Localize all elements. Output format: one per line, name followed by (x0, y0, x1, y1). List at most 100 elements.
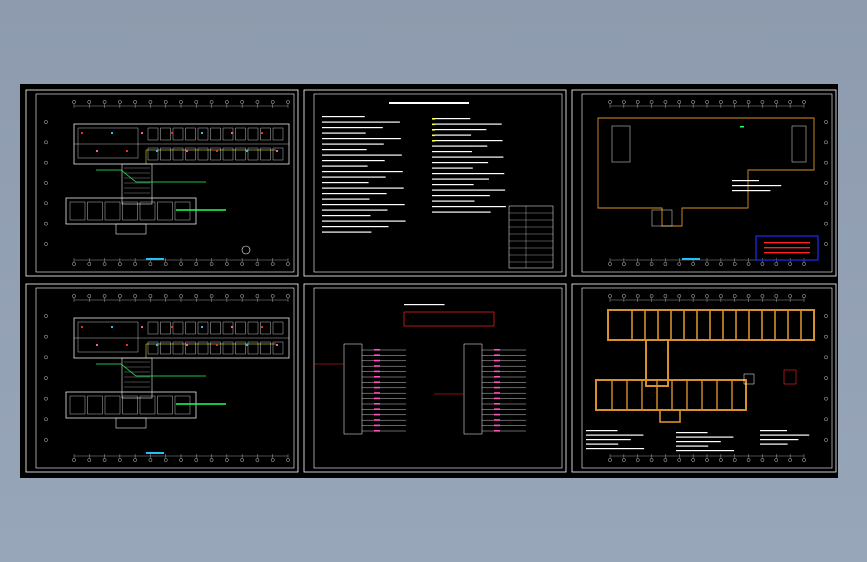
foundation-beam (595, 379, 747, 411)
note-line (432, 123, 502, 125)
note-line (404, 304, 445, 306)
sheet-system-diagram[interactable] (303, 283, 567, 473)
axis-bubble (133, 294, 137, 298)
sheet-heading (389, 102, 469, 104)
axis-bubble (133, 262, 137, 266)
note-line (432, 167, 473, 169)
axis-bubble (705, 262, 709, 266)
drawing-canvas[interactable] (20, 84, 838, 478)
axis-bubble (240, 262, 244, 266)
room (197, 321, 209, 335)
axis-bubble (719, 262, 723, 266)
device-symbol (201, 326, 203, 328)
breaker-symbol (374, 408, 380, 410)
axis-bubble (719, 294, 723, 298)
axis-bubble (209, 100, 214, 104)
note-marker (432, 129, 435, 131)
axis-bubble (705, 294, 709, 298)
axis-bubble (788, 262, 792, 266)
note-line (432, 189, 506, 191)
axis-bubble (774, 100, 779, 104)
breaker-symbol (494, 381, 500, 383)
axis-bubble (663, 100, 668, 104)
block-outline (791, 125, 807, 163)
device-symbol (231, 132, 233, 134)
stamp-text (764, 252, 810, 254)
device-symbol (81, 326, 83, 328)
room (235, 321, 246, 335)
note-line (586, 443, 619, 445)
label-mark (740, 126, 744, 128)
axis-bubble (824, 120, 828, 124)
breaker-symbol (374, 349, 380, 351)
breaker-symbol (374, 365, 380, 367)
breaker-symbol (374, 370, 380, 373)
axis-bubble (705, 100, 709, 104)
room (160, 341, 171, 355)
note-line (760, 439, 799, 441)
device-symbol (246, 150, 248, 152)
axis-bubble (44, 242, 48, 246)
room (147, 127, 159, 141)
sheet-floor-plan-1[interactable] (25, 89, 299, 277)
axis-bubble (255, 100, 260, 104)
axis-bubble (705, 458, 709, 462)
axis-bubble (732, 100, 737, 104)
axis-bubble (622, 262, 626, 266)
axis-bubble (802, 100, 806, 104)
note-line (322, 226, 389, 228)
axis-bubble (225, 100, 229, 104)
axis-bubble (802, 262, 806, 266)
axis-bubble (649, 100, 654, 104)
axis-bubble (649, 458, 654, 462)
axis-bubble (148, 100, 153, 104)
breaker-symbol (374, 424, 380, 427)
room (235, 147, 246, 161)
axis-bubble (44, 181, 48, 185)
axis-bubble (746, 458, 751, 462)
sheet-floor-plan-2[interactable] (25, 283, 299, 473)
axis-bubble (118, 262, 122, 266)
axis-bubble (194, 100, 199, 104)
breaker-symbol (494, 354, 500, 356)
axis-bubble (746, 262, 751, 266)
sheet-design-notes[interactable] (303, 89, 567, 277)
axis-bubble (194, 294, 199, 298)
axis-bubble (286, 262, 290, 266)
drawing-sheets (25, 89, 837, 473)
note-line (322, 182, 369, 184)
axis-bubble (635, 262, 640, 266)
note-line (432, 178, 489, 180)
sheet-site-outline[interactable] (571, 89, 837, 277)
axis-bubble (774, 294, 779, 298)
note-marker (432, 118, 435, 120)
breaker-symbol (494, 424, 500, 427)
note-line (432, 211, 491, 213)
room (185, 127, 196, 141)
note-line (732, 180, 759, 182)
axis-bubble (635, 100, 640, 104)
axis-bubble (102, 458, 107, 462)
note-line (732, 190, 771, 192)
axis-bubble (209, 262, 214, 266)
axis-bubble (240, 100, 244, 104)
room (260, 127, 271, 141)
axis-bubble (72, 294, 76, 298)
axis-bubble (179, 262, 183, 266)
axis-bubble (286, 100, 290, 104)
drawing-caption (682, 258, 700, 260)
sheet-outer-frame (303, 89, 567, 277)
note-line (322, 204, 405, 206)
sheet-foundation-plan[interactable] (571, 283, 837, 473)
note-line (322, 143, 384, 145)
axis-bubble (163, 100, 168, 104)
axis-bubble (622, 458, 626, 462)
device-symbol (171, 326, 173, 328)
room (247, 321, 259, 335)
note-line (432, 140, 503, 142)
breaker-symbol (374, 392, 380, 394)
device-symbol (186, 150, 188, 152)
device-symbol (96, 344, 98, 346)
axis-bubble (824, 160, 828, 165)
